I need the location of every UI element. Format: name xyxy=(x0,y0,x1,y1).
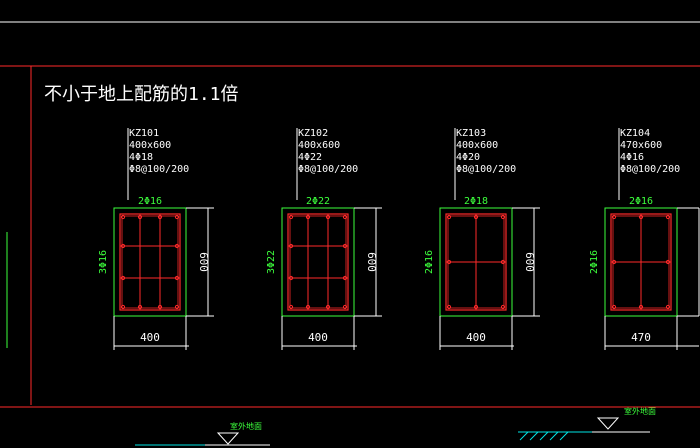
column-id-label: KZ104 xyxy=(620,128,650,139)
side-bars-label: 2Φ16 xyxy=(424,250,435,274)
stirrups-label: Φ8@100/200 xyxy=(129,164,189,175)
rebar-dot xyxy=(446,259,452,265)
corner-bars-label: 4Φ22 xyxy=(298,152,322,163)
corner-bars-label: 4Φ20 xyxy=(456,152,480,163)
rebar-dot xyxy=(638,304,644,310)
rebar-dot xyxy=(665,214,671,220)
rebar-dot xyxy=(611,259,617,265)
width-dimension-label: 400 xyxy=(140,331,160,344)
rebar-dot xyxy=(174,243,180,249)
rebar-dot xyxy=(157,304,163,310)
rebar-dot xyxy=(342,304,348,310)
stirrups-label: Φ8@100/200 xyxy=(620,164,680,175)
rebar-dot xyxy=(446,214,452,220)
column-id-label: KZ103 xyxy=(456,128,486,139)
side-bars-label: 2Φ16 xyxy=(589,250,600,274)
rebar-dot xyxy=(288,275,294,281)
ground-marker-1: 室外地面 xyxy=(135,421,270,446)
column-outline xyxy=(113,207,187,317)
column-size-label: 400x600 xyxy=(456,140,498,151)
rebar-dot xyxy=(305,214,311,220)
rebar-dot xyxy=(500,259,506,265)
height-dimension-label: 600 xyxy=(365,252,378,272)
stirrup-outer xyxy=(287,213,349,311)
rebar-dot xyxy=(305,304,311,310)
stirrups-label: Φ8@100/200 xyxy=(298,164,358,175)
side-bars-label: 3Φ16 xyxy=(98,250,109,274)
column-outline xyxy=(604,207,678,317)
column-outline xyxy=(439,207,513,317)
rebar-dot xyxy=(473,304,479,310)
rebar-dot xyxy=(665,304,671,310)
rebar-dot xyxy=(174,304,180,310)
column-sections: KZ101400x6004Φ18Φ8@100/2002Φ163Φ16400600… xyxy=(98,128,700,350)
rebar-dot xyxy=(638,214,644,220)
rebar-dot xyxy=(446,304,452,310)
side-bars-label: 3Φ22 xyxy=(266,250,277,274)
rebar-dot xyxy=(500,214,506,220)
width-dimension-label: 400 xyxy=(466,331,486,344)
top-bars-label: 2Φ22 xyxy=(306,196,330,207)
column-outline xyxy=(281,207,355,317)
rebar-dot xyxy=(665,259,671,265)
corner-bars-label: 4Φ16 xyxy=(620,152,644,163)
rebar-dot xyxy=(288,214,294,220)
width-dimension-label: 470 xyxy=(631,331,651,344)
rebar-dot xyxy=(288,304,294,310)
rebar-dot xyxy=(137,304,143,310)
rebar-dot xyxy=(120,275,126,281)
stirrup-inner xyxy=(121,215,179,309)
rebar-dot xyxy=(473,214,479,220)
column-size-label: 470x600 xyxy=(620,140,662,151)
rebar-dot xyxy=(174,214,180,220)
column-id-label: KZ101 xyxy=(129,128,159,139)
top-bars-label: 2Φ16 xyxy=(629,196,653,207)
column-id-label: KZ102 xyxy=(298,128,328,139)
rebar-dot xyxy=(500,304,506,310)
rebar-dot xyxy=(342,214,348,220)
ground-marker-2: 室外地面 xyxy=(518,406,656,441)
column-size-label: 400x600 xyxy=(129,140,171,151)
ground-label-1: 室外地面 xyxy=(230,421,262,431)
height-dimension-label: 600 xyxy=(523,252,536,272)
top-bars-label: 2Φ18 xyxy=(464,196,488,207)
rebar-dot xyxy=(120,243,126,249)
width-dimension-label: 400 xyxy=(308,331,328,344)
rebar-dot xyxy=(120,214,126,220)
stirrups-label: Φ8@100/200 xyxy=(456,164,516,175)
stirrup-outer xyxy=(119,213,181,311)
rebar-dot xyxy=(325,214,331,220)
stirrup-inner xyxy=(289,215,347,309)
rebar-dot xyxy=(288,243,294,249)
height-dimension-label: 600 xyxy=(197,252,210,272)
ground-label-2: 室外地面 xyxy=(624,406,656,416)
note-text: 不小于地上配筋的1.1倍 xyxy=(44,84,239,105)
column-size-label: 400x600 xyxy=(298,140,340,151)
rebar-dot xyxy=(157,214,163,220)
rebar-dot xyxy=(120,304,126,310)
rebar-dot xyxy=(611,304,617,310)
corner-bars-label: 4Φ18 xyxy=(129,152,153,163)
top-bars-label: 2Φ16 xyxy=(138,196,162,207)
rebar-dot xyxy=(174,275,180,281)
rebar-dot xyxy=(342,275,348,281)
rebar-dot xyxy=(342,243,348,249)
rebar-dot xyxy=(325,304,331,310)
rebar-dot xyxy=(611,214,617,220)
rebar-dot xyxy=(137,214,143,220)
